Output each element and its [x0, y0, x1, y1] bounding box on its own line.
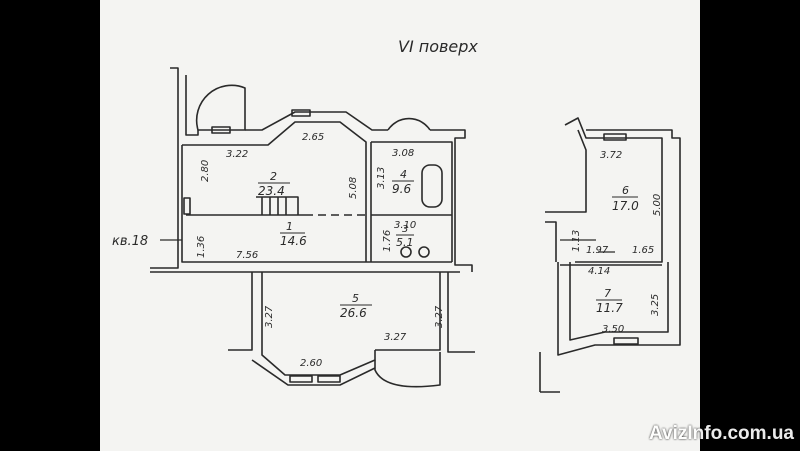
dimension-label: 3.13: [376, 167, 387, 189]
right-block-walls: [539, 117, 681, 393]
dimension-labels: 2.65 3.22 2.80 5.08 3.08 3.13 3.10 1.76 …: [196, 132, 663, 369]
room-area: 5.1: [396, 236, 414, 249]
room-area: 9.6: [392, 182, 411, 196]
dimension-label: 1.65: [632, 245, 654, 256]
dimension-label: 1.76: [382, 230, 393, 252]
room-area: 23.4: [258, 184, 285, 198]
room-number: 2: [270, 170, 277, 183]
dimension-label: 3.08: [392, 148, 414, 159]
room-area: 11.7: [596, 301, 623, 315]
dimension-label: 2.60: [300, 358, 322, 369]
room-number: 5: [352, 292, 359, 305]
dimension-label: 3.22: [226, 149, 248, 160]
watermark: AvizInfo.com.ua: [649, 423, 794, 444]
dimension-label: 3.27: [434, 305, 445, 328]
dimension-label: 3.27: [264, 305, 275, 328]
room-number: 7: [604, 287, 611, 300]
room-area: 14.6: [280, 234, 307, 248]
dimension-label: 3.27: [384, 332, 407, 343]
dimension-label: 4.14: [588, 266, 610, 277]
room-labels: 2 23.4 1 14.6 4 9.6 3 5.1 5 26.6 6 17.0 …: [258, 168, 639, 320]
room-number: 3: [402, 224, 408, 235]
dimension-label: 5.08: [348, 177, 359, 199]
left-block-walls: [150, 67, 473, 273]
room-number: 6: [622, 184, 629, 197]
room-area: 26.6: [340, 306, 367, 320]
dimension-label: 1.13: [571, 230, 582, 252]
room-number: 1: [286, 220, 293, 233]
room-area: 17.0: [612, 199, 639, 213]
dimension-label: 3.25: [650, 294, 661, 316]
dimension-label: 3.10: [394, 220, 416, 231]
dimension-label: 5.00: [652, 194, 663, 216]
dimension-label: 2.65: [302, 132, 324, 143]
dimension-label: 2.80: [200, 160, 211, 182]
paper-sheet: [100, 0, 700, 451]
floor-title: VI поверх: [398, 37, 478, 56]
dimension-label: 7.56: [236, 250, 258, 261]
dimension-label: 1.97: [586, 245, 609, 256]
room-5-walls: [228, 272, 475, 388]
dimension-label: 3.72: [600, 150, 622, 161]
dimension-label: 1.36: [196, 236, 207, 258]
dimension-label: 3.50: [602, 324, 624, 335]
room-number: 4: [400, 168, 407, 181]
apartment-label: кв.18: [112, 234, 148, 249]
